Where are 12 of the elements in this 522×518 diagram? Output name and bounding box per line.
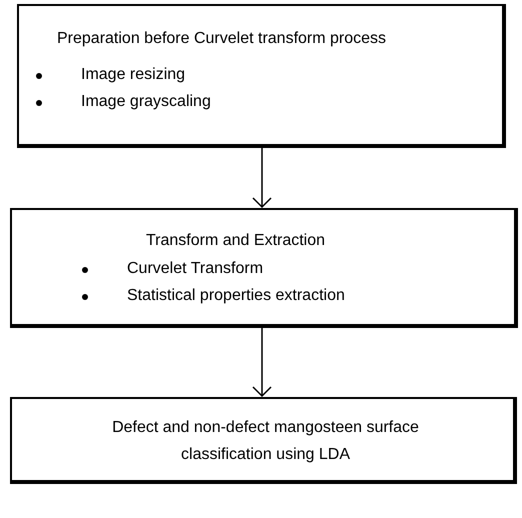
bullet-item: Curvelet Transform bbox=[127, 260, 264, 278]
process-box bbox=[10, 208, 518, 328]
process-box bbox=[17, 4, 506, 148]
bullet-item: Image grayscaling bbox=[81, 93, 211, 111]
box-text: Defect and non-defect mangosteen surface classification using LDA bbox=[111, 418, 420, 465]
bullet-item: Image resizing bbox=[81, 66, 186, 84]
arrow bbox=[252, 148, 272, 208]
process-box bbox=[10, 397, 517, 484]
box-heading: Transform and Extraction bbox=[146, 232, 326, 250]
box-heading: Preparation before Curvelet transform process bbox=[57, 30, 386, 48]
arrow bbox=[252, 328, 272, 397]
bullet-item: Statistical properties extraction bbox=[127, 287, 345, 305]
